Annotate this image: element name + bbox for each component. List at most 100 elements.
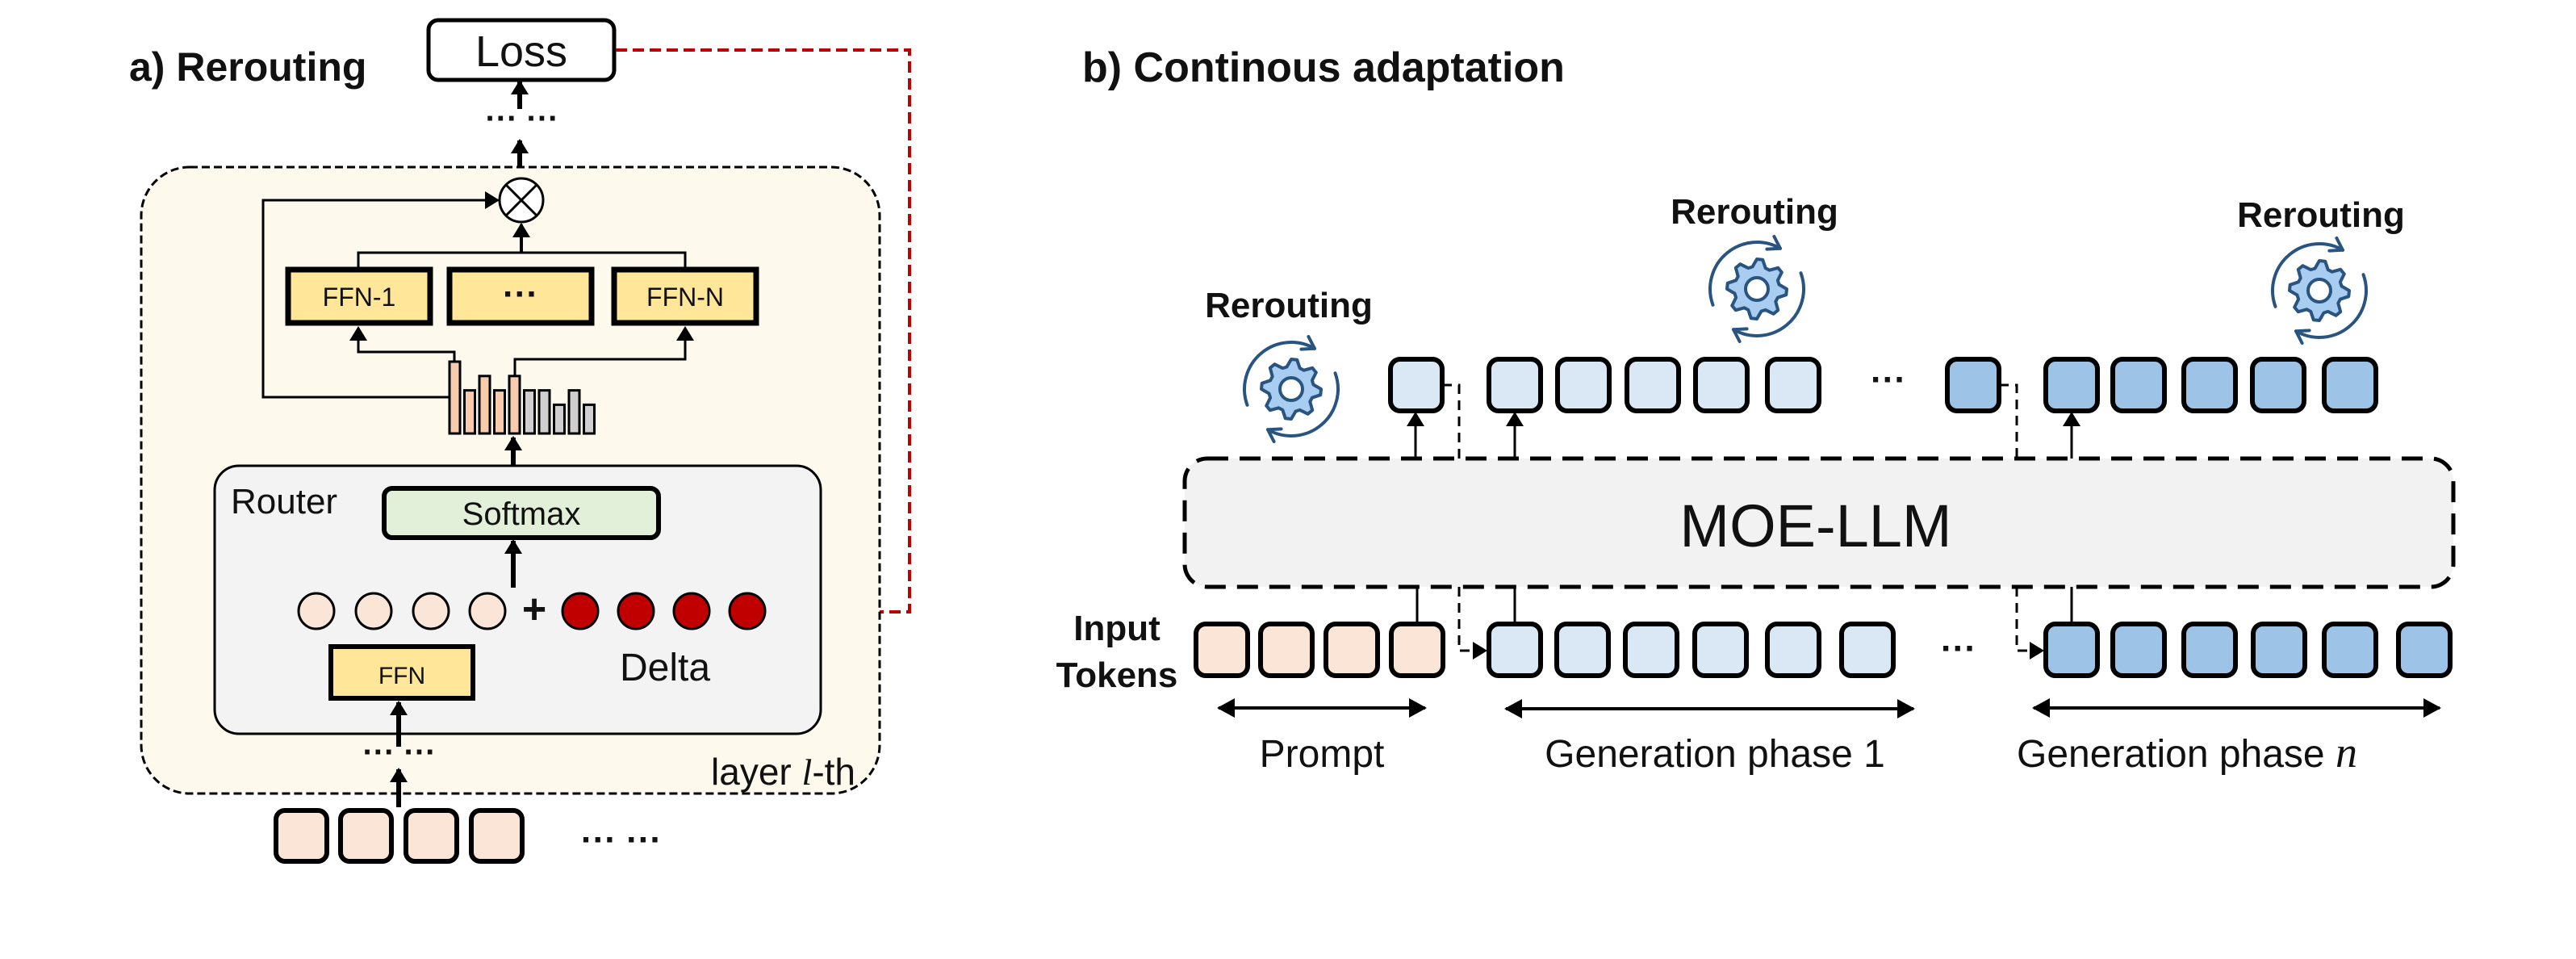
input-token — [469, 808, 525, 864]
phase-label-prompt: Prompt — [1260, 733, 1385, 776]
output-token-phasen-first — [1945, 357, 2001, 413]
input-token-prompt — [1258, 622, 1315, 678]
routing-weight-bar — [493, 389, 506, 435]
input-token-prompt — [1194, 622, 1250, 678]
router-ffn-label: FFN — [378, 663, 425, 689]
delta-vector — [561, 592, 767, 630]
softmax-box: Softmax — [382, 486, 661, 540]
expert-label: FFN-1 — [323, 283, 396, 312]
rerouting-gear-icon — [1708, 235, 1805, 343]
input-token-phasen — [2396, 622, 2453, 678]
loss-label: Loss — [475, 27, 567, 76]
moe-llm-label: MOE-LLM — [1679, 492, 1951, 559]
skip-connection — [261, 191, 500, 399]
rerouting-label-2: Rerouting — [1671, 192, 1838, 232]
output-token-phasen — [2043, 357, 2100, 413]
feedback-gradient-path — [616, 48, 911, 621]
routing-weight-bar — [523, 389, 536, 435]
layer-label: layer l-th — [711, 751, 855, 793]
panel-a-title: a) Rerouting — [129, 44, 366, 90]
delta-circle — [617, 592, 655, 630]
input-token-phasen — [2043, 622, 2100, 678]
input-token-phase1 — [1839, 622, 1896, 678]
router-label: Router — [231, 482, 337, 521]
autoregressive-feedback-bottom — [2015, 587, 2044, 660]
upper-ellipsis: ··· ··· — [485, 101, 558, 136]
output-token-phase1 — [1625, 357, 1681, 413]
phase-label-n: Generation phase n — [2017, 728, 2357, 777]
input-token-row-b — [1194, 622, 2453, 678]
input-token — [338, 808, 394, 864]
router-logit-circle — [354, 592, 393, 630]
input-token — [404, 808, 459, 864]
output-token-phase1 — [1487, 357, 1543, 413]
input-ellipsis: ··· — [1941, 629, 1976, 668]
panel-b-title: b) Continous adaptation — [1082, 44, 1565, 91]
input-token-phase1 — [1765, 622, 1821, 678]
plus-sign: + — [522, 586, 546, 633]
expert-output-bus — [357, 251, 687, 268]
rerouting-gear-icon — [2271, 237, 2368, 345]
autoregressive-feedback-top — [1442, 383, 1461, 459]
panel-b-continuous-adaptation: b) Continous adaptation Rerouting Rerout… — [1056, 44, 2456, 777]
panel-a-rerouting: a) Rerouting Loss ··· ··· layer l-th FFN… — [129, 18, 911, 864]
rerouting-label-3: Rerouting — [2237, 195, 2405, 235]
routing-weight-bars — [448, 360, 596, 435]
routing-weight-bar — [553, 403, 566, 435]
output-token-row — [1388, 357, 2378, 413]
routing-weight-bar — [463, 389, 476, 435]
autoregressive-feedback-top — [1999, 383, 2018, 459]
rerouting-label-1: Rerouting — [1205, 286, 1373, 325]
input-token — [274, 808, 329, 864]
phase-label-1: Generation phase 1 — [1545, 733, 1885, 776]
output-ellipsis: ··· — [1871, 360, 1906, 400]
output-token-phase1 — [1555, 357, 1612, 413]
lower-ellipsis: ··· ··· — [362, 735, 436, 770]
output-token-phasen — [2181, 357, 2238, 413]
expert-box-2: ··· — [446, 266, 595, 326]
output-token-phase1 — [1765, 357, 1821, 413]
input-token-phasen — [2251, 622, 2307, 678]
routing-weight-bar — [448, 360, 462, 435]
rerouting-gear-icon — [1243, 335, 1340, 443]
delta-circle — [728, 592, 767, 630]
softmax-label: Softmax — [462, 496, 581, 532]
input-tokens-label-line2: Tokens — [1056, 655, 1178, 695]
input-token-phase1 — [1623, 622, 1679, 678]
output-token-phasen — [2322, 357, 2378, 413]
routing-weight-bar — [508, 375, 521, 435]
route-to-ffn-1 — [349, 326, 456, 362]
routing-weight-bar — [567, 389, 581, 435]
expert-label: FFN-N — [646, 283, 724, 312]
input-token-phasen — [2322, 622, 2378, 678]
router-logit-circle — [468, 592, 507, 630]
delta-label: Delta — [620, 647, 710, 689]
expert-label: ··· — [503, 274, 538, 314]
delta-circle — [561, 592, 600, 630]
expert-boxes: FFN-1 ··· FFN-N — [285, 266, 759, 326]
input-token-prompt — [1324, 622, 1380, 678]
expert-box-1: FFN-1 — [285, 266, 433, 326]
input-token-phase1 — [1554, 622, 1611, 678]
routing-weight-bar — [537, 389, 551, 435]
loss-box: Loss — [426, 18, 617, 82]
expert-box-3: FFN-N — [611, 266, 759, 326]
delta-circle — [672, 592, 711, 630]
combine-multiply-icon — [498, 177, 545, 224]
input-token-phasen — [2181, 622, 2238, 678]
routing-weight-bar — [583, 403, 596, 435]
output-token-phase1-first — [1388, 357, 1445, 413]
autoregressive-feedback-bottom — [1457, 587, 1487, 660]
moe-llm-box — [1182, 456, 2456, 589]
router-ffn-box: FFN — [328, 644, 475, 701]
input-tokens-label-line1: Input — [1073, 609, 1160, 648]
router-logit-circle — [297, 592, 336, 630]
token-connectors — [1407, 383, 2080, 660]
input-token-phasen — [2110, 622, 2167, 678]
router-logit-circle — [412, 592, 450, 630]
output-token-phase1 — [1693, 357, 1750, 413]
input-token-phase1 — [1487, 622, 1543, 678]
input-token-phase1 — [1692, 622, 1749, 678]
output-token-phasen — [2110, 357, 2167, 413]
